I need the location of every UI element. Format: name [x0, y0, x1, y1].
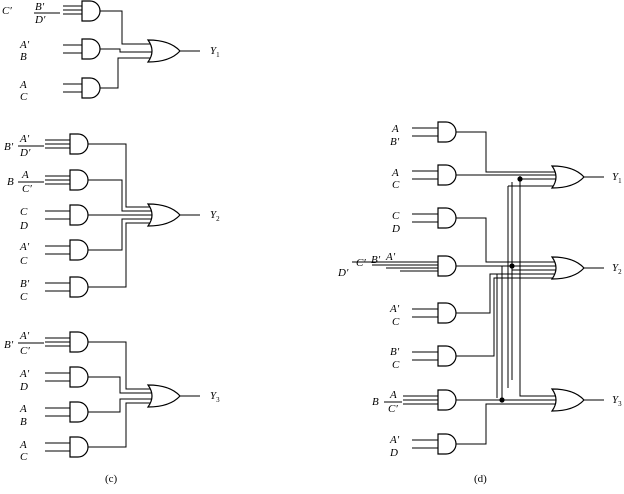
and-gate: C D: [391, 207, 457, 235]
output-label-y3: Y3: [612, 394, 622, 408]
panel-c: C′ B′ D′ A′ B A C: [2, 0, 220, 485]
output-label-y3: Y3: [210, 390, 220, 404]
gate-input-label: C′: [20, 345, 30, 357]
and-gate: B′ A′ C′: [4, 330, 89, 357]
output-label-y2: Y2: [612, 262, 622, 276]
gate-input-label: B′: [390, 346, 400, 358]
gate-input-label: D′: [19, 147, 31, 159]
and-gate: A′ D: [19, 366, 89, 393]
gate-input-label: A′: [385, 251, 396, 263]
and-gate: A′ B: [19, 38, 101, 63]
gate-input-label: A: [19, 79, 27, 91]
panel-c-group-y1: C′ B′ D′ A′ B A C: [2, 0, 220, 103]
or-gate: [550, 388, 585, 412]
and-gate: A C: [391, 164, 457, 191]
gate-input-label: C: [392, 359, 400, 371]
gate-input-label: A′: [19, 39, 30, 51]
and-gate: A B: [19, 401, 89, 428]
panel-c-group-y3: B′ A′ C′ A′ D A B: [4, 330, 220, 463]
gate-input-label: C′: [22, 183, 32, 195]
gate-input-label: C: [20, 206, 28, 218]
gate-input-label: D: [19, 220, 28, 232]
panel-caption-c: (c): [105, 473, 118, 485]
panel-caption-d: (d): [474, 473, 487, 485]
gate-input-label: B: [20, 51, 27, 63]
gate-input-label: A: [19, 439, 27, 451]
gate-input-label: A′: [19, 133, 30, 145]
gate-input-label: C: [20, 91, 28, 103]
gate-input-label: D: [389, 447, 398, 459]
gate-input-label: C: [392, 316, 400, 328]
gate-input-label: A′: [19, 330, 30, 342]
and-gate: A C: [19, 436, 89, 463]
gate-input-label: A: [19, 403, 27, 415]
gate-input-label: C′: [356, 257, 366, 269]
gate-input-label: A: [21, 169, 29, 181]
and-gate: B′ C: [390, 345, 457, 371]
side-input-label: B: [372, 396, 379, 408]
gate-input-label: D′: [34, 14, 46, 26]
gate-input-label: C: [20, 255, 28, 267]
gate-input-label: C: [20, 451, 28, 463]
gate-input-label: B: [20, 416, 27, 428]
side-input-label: B′: [4, 141, 14, 153]
and-gate: B′ A′ D′: [4, 133, 89, 159]
gate-input-label: A: [391, 123, 399, 135]
and-gate: B′ C: [20, 276, 89, 303]
and-gate: A′ C: [389, 302, 457, 328]
gate-input-label: A: [391, 167, 399, 179]
gate-input-label: C: [392, 179, 400, 191]
and-gate: B A C′: [7, 169, 89, 195]
gate-input-label: A′: [389, 434, 400, 446]
panel-d: A B′ A C C D D′ C′ B′ A′: [337, 121, 622, 485]
gate-input-label: C′: [388, 403, 398, 415]
or-gate: [146, 39, 181, 63]
gate-input-label: D: [391, 223, 400, 235]
gate-input-label: B′: [20, 278, 30, 290]
and-gate: A C: [19, 77, 101, 103]
output-label-y1: Y1: [612, 171, 622, 185]
gate-input-label: A′: [19, 368, 30, 380]
gate-input-label: A′: [389, 303, 400, 315]
gate-input-label: B′: [390, 136, 400, 148]
gate-input-label: C: [20, 291, 28, 303]
gate-input-label: A′: [19, 241, 30, 253]
and-gate: B A C′: [372, 389, 457, 415]
and-gate: A′ D: [389, 433, 457, 459]
output-label-y2: Y2: [210, 209, 220, 223]
side-input-label: D′: [337, 267, 349, 279]
gate-input-label: B′: [35, 1, 45, 13]
gate-input-label: C: [392, 210, 400, 222]
or-gate: [550, 165, 585, 189]
or-gate: [146, 203, 181, 227]
and-gate: A′ C: [19, 239, 89, 267]
side-input-label: B′: [4, 339, 14, 351]
panel-c-group-y2: B′ A′ D′ B A C′ C D: [4, 133, 220, 303]
gate-input-label: A: [389, 389, 397, 401]
or-gate: [550, 256, 585, 280]
side-input-label: B: [7, 176, 14, 188]
and-gate: D′ C′ B′ A′: [337, 251, 457, 279]
shared-bus: [496, 176, 523, 403]
side-input-label: C′: [2, 5, 12, 17]
and-gate: C D: [19, 204, 89, 232]
gate-input-label: B′: [371, 254, 381, 266]
output-label-y1: Y1: [210, 45, 220, 59]
and-gate: A B′: [390, 121, 457, 148]
and-gate: C′ B′ D′: [2, 0, 101, 26]
gate-input-label: D: [19, 381, 28, 393]
or-gate: [146, 384, 181, 408]
